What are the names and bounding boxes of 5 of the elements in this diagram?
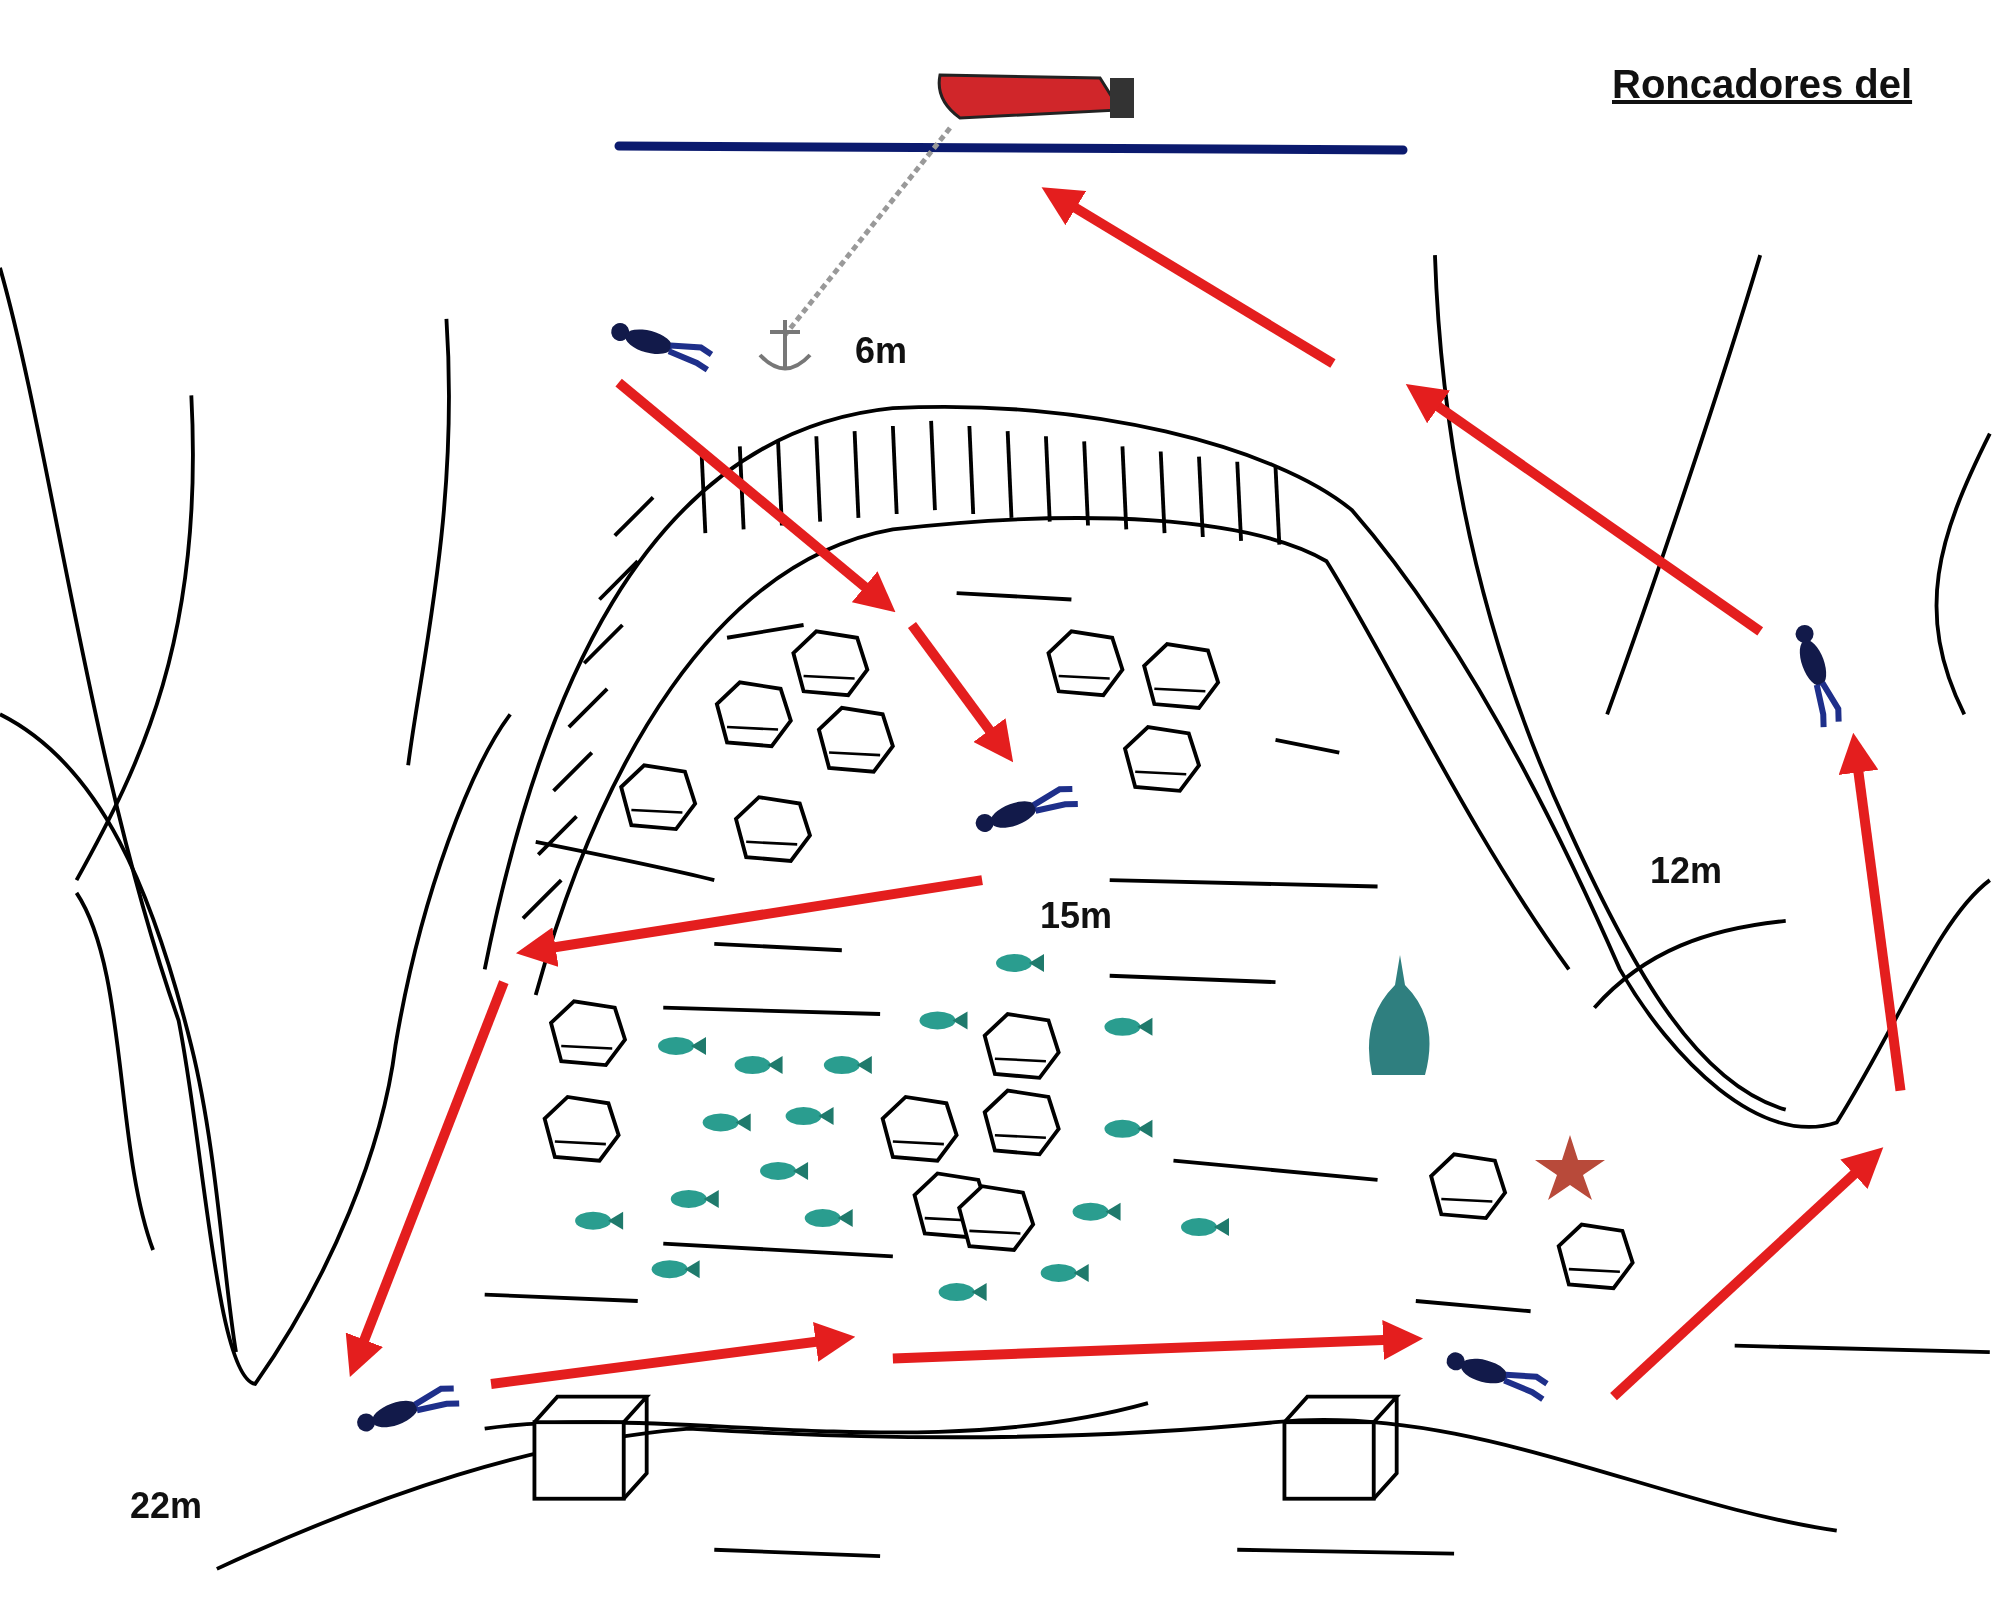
depth-label: 15m (1040, 895, 1113, 937)
depth-label: 6m (855, 330, 908, 372)
map-title: Roncadores del (1612, 62, 1913, 107)
depth-label: 12m (1650, 850, 1723, 892)
depth-label: 22m (130, 1485, 203, 1527)
